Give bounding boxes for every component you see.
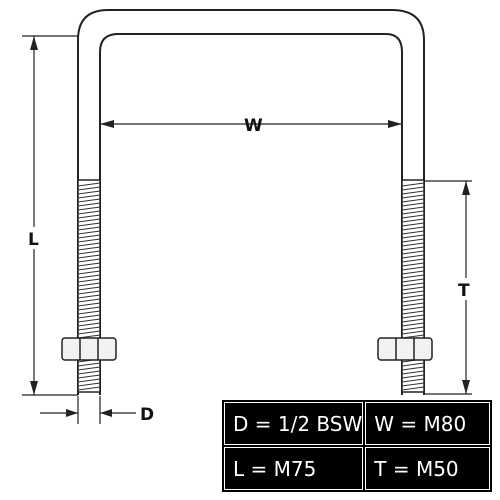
length-label-bg [26,227,42,249]
left-nut [61,337,117,361]
spec-thread-length: T = M50 [365,447,490,490]
thread-length-label-bg [456,278,474,300]
u-bolt-outer-outline [77,9,425,395]
diameter-dimension [40,396,136,424]
spec-width: W = M80 [365,402,490,445]
u-bolt-inner-outline [99,33,403,395]
right-nut [377,337,433,361]
spec-length: L = M75 [224,447,364,490]
length-dimension [22,35,78,396]
length-label: L [28,230,39,250]
thread-length-label: T [458,281,470,301]
width-dimension [100,120,402,128]
u-bolt-body [77,9,425,395]
spec-diameter: D = 1/2 BSW [224,402,364,445]
diameter-label: D [140,405,154,425]
spec-table: D = 1/2 BSW W = M80 L = M75 T = M50 [222,400,492,492]
width-label: W [244,116,263,136]
